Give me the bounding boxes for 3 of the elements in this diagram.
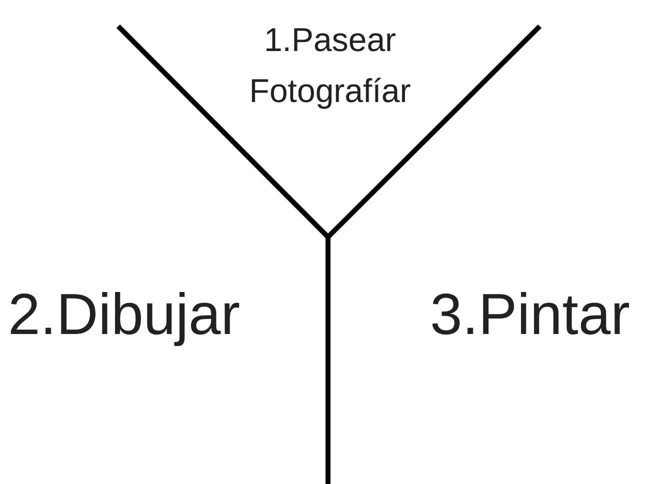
sector-label: 3.Pintar [429, 281, 631, 349]
sector-label: 1.Pasear Fotografíar [248, 20, 412, 112]
sector-label: 2.Dibujar [8, 281, 242, 349]
